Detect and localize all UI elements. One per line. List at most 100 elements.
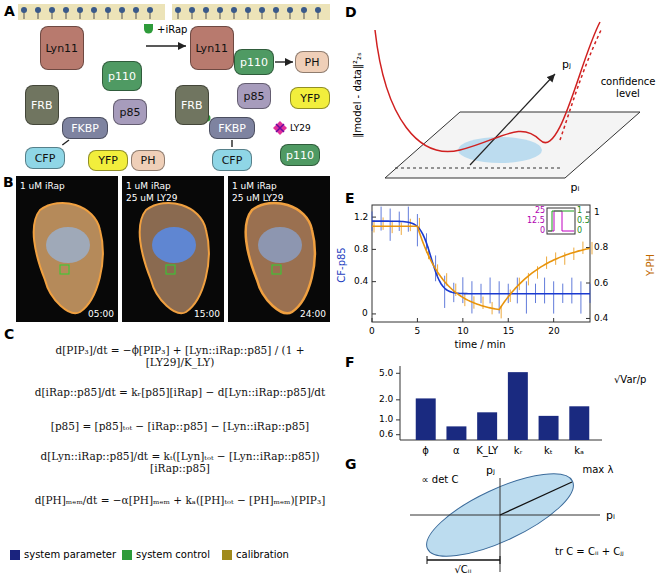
- label: kᵣ: [514, 445, 522, 457]
- protein-domain: p85: [237, 83, 271, 109]
- panel-letter: C: [4, 326, 14, 343]
- label: 0.6: [594, 278, 608, 289]
- label: 05:00: [88, 309, 114, 320]
- label: 5: [414, 326, 420, 337]
- label: pᵢ: [606, 509, 615, 522]
- label: 20: [548, 326, 559, 337]
- label: α: [453, 445, 460, 457]
- domain-name: PH: [141, 154, 156, 167]
- legend-swatch: [10, 550, 20, 560]
- label: pᵢ: [571, 181, 580, 194]
- label: 0: [369, 326, 375, 337]
- protein-domain: p110: [280, 144, 320, 166]
- domain-name: p110: [108, 70, 136, 83]
- label: K_LY: [476, 445, 498, 457]
- label: 0: [540, 226, 545, 236]
- equation: d[PIP₃]/dt = −ϕ[PIP₃] + [Lyn::iRap::p85]…: [32, 344, 328, 369]
- label: 12.5: [527, 216, 545, 226]
- bar-chart: [396, 366, 602, 440]
- legend-swatch: [122, 550, 132, 560]
- domain-name: p85: [120, 106, 141, 119]
- membrane: [172, 4, 330, 20]
- label: 1: [577, 206, 582, 216]
- equation: d[iRap::p85]/dt = kᵣ[p85][iRap] − d[Lyn:…: [32, 386, 328, 399]
- label: time / min: [455, 339, 506, 351]
- protein-domain: FRB: [25, 85, 59, 125]
- label: pⱼ: [562, 58, 571, 71]
- domain-name: FRB: [181, 99, 203, 112]
- label: LY29: [290, 123, 311, 134]
- label: +iRap: [157, 24, 187, 36]
- panel-letter: D: [345, 4, 357, 21]
- legend-swatch: [222, 550, 232, 560]
- label: 1 uM iRap: [232, 181, 277, 192]
- domain-name: CFP: [222, 154, 243, 167]
- label: 5.0: [379, 368, 393, 379]
- protein-domain: YFP: [88, 150, 128, 171]
- label: 0.8: [594, 242, 608, 253]
- domain-name: FKBP: [218, 122, 246, 135]
- micrographs: [16, 176, 330, 322]
- legend-item: calibration: [222, 549, 289, 560]
- membrane: [18, 4, 165, 20]
- label: 25 uM LY29: [232, 193, 283, 204]
- linker: [275, 61, 293, 62]
- equation: d[Lyn::iRap::p85]/dt = kₜ([Lyn]ₜₒₜ − [Ly…: [32, 450, 328, 475]
- panel-letter: B: [3, 174, 14, 191]
- label: 10: [457, 326, 468, 337]
- domain-name: FRB: [31, 99, 53, 112]
- protein-domain: FRB: [175, 85, 209, 125]
- cost-landscape: [375, 22, 640, 178]
- domain-name: p85: [244, 90, 265, 103]
- protein-domain: Lyn11: [190, 26, 235, 70]
- label: 0.5: [577, 216, 590, 226]
- equation: [p85] = [p85]ₜₒₜ − [iRap::p85] − [Lyn::i…: [32, 420, 328, 433]
- domain-name: PH: [305, 56, 320, 69]
- label: √Var/p: [614, 374, 646, 386]
- label: tr C = Cᵢᵢ + Cⱼⱼ: [555, 546, 624, 558]
- label: 15:00: [194, 309, 220, 320]
- label: 1 uM iRap: [20, 181, 65, 192]
- irap-icon: [144, 24, 153, 34]
- equation: d[PH]ₘₑₘ/dt = −α[PH]ₘₑₘ + kₐ([PH]ₜₒₜ − […: [32, 494, 328, 507]
- domain-name: FKBP: [71, 122, 99, 135]
- panel-letter: G: [345, 456, 357, 473]
- protein-domain: Lyn11: [40, 26, 85, 70]
- label: CF-p85: [335, 247, 347, 282]
- protein-domain: p110: [102, 61, 142, 91]
- label: ϕ: [422, 445, 429, 457]
- legend-text: system parameter: [24, 549, 116, 560]
- protein-domain: PH: [131, 150, 165, 171]
- domain-name: p110: [240, 56, 268, 69]
- panel-letter: E: [345, 190, 355, 207]
- label: 24:00: [300, 309, 326, 320]
- label: 0.4: [354, 276, 368, 287]
- domain-name: YFP: [300, 92, 320, 105]
- label: kₜ: [544, 445, 553, 457]
- protein-domain: FKBP: [62, 117, 108, 139]
- label: 1.2: [354, 212, 368, 223]
- label: 0.6: [379, 429, 393, 440]
- label: 2.0: [379, 394, 393, 405]
- ly29-diamond: [273, 121, 287, 135]
- label: 25: [535, 206, 545, 216]
- protein-domain: YFP: [290, 87, 330, 109]
- lipids: [21, 7, 321, 19]
- label: 0.8: [354, 244, 368, 255]
- domain-name: p110: [286, 149, 314, 162]
- label: 0: [577, 226, 582, 236]
- label: 15: [503, 326, 514, 337]
- label: ‖model - data‖²₂ₛ: [351, 52, 363, 137]
- legend-item: system control: [122, 549, 210, 560]
- legend-text: system control: [136, 549, 210, 560]
- protein-domain: p110: [234, 49, 274, 75]
- label: max λ: [583, 464, 614, 476]
- protein-domain: FKBP: [209, 117, 255, 139]
- linker: [62, 140, 69, 145]
- label: √Cᵢᵢ: [455, 564, 472, 576]
- label: 1 uM iRap: [126, 181, 171, 192]
- label: 1.0: [379, 414, 393, 425]
- label: confidence level: [596, 76, 660, 100]
